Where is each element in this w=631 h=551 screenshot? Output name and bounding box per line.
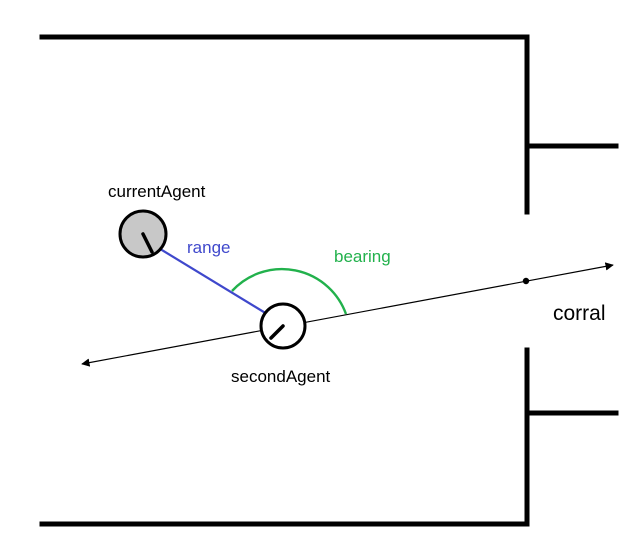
range-label: range [187,238,230,257]
corral-label: corral [553,302,606,325]
lower-wall [39,347,530,527]
bearing-label: bearing [334,247,391,266]
second-agent [259,302,307,350]
current-agent [118,209,168,259]
current-agent-label: currentAgent [108,182,206,201]
corral-target-point [522,277,530,285]
upper-wall [39,34,530,215]
bearing-axis-arrow [81,262,614,367]
second-agent-heading [269,324,285,340]
corral-walls [39,34,619,527]
range-line [151,243,273,318]
current-agent-heading [141,232,154,254]
bearing-arc [231,267,348,315]
second-agent-label: secondAgent [231,367,331,386]
